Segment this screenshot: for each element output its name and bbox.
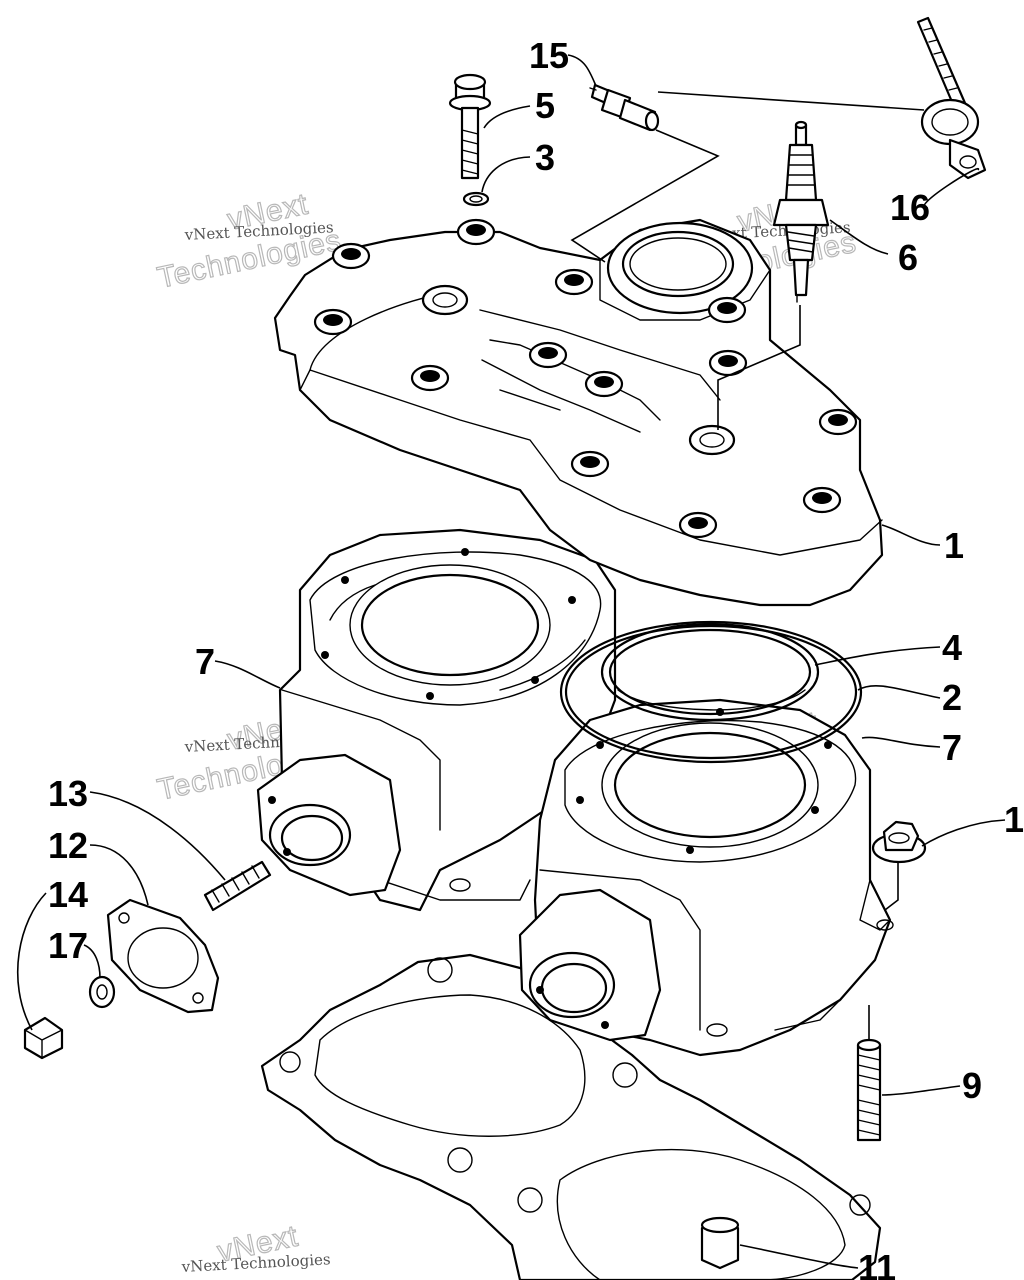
cylinder-right bbox=[518, 698, 894, 1057]
watermark-vnext-technologies: vNext Technologies bbox=[180, 1250, 331, 1276]
spark-plug bbox=[772, 120, 830, 303]
cable-tie bbox=[916, 16, 987, 180]
callout-4: 4 bbox=[942, 627, 962, 668]
callout-13: 13 bbox=[48, 773, 88, 814]
head-gasket-ring bbox=[600, 622, 820, 722]
temperature-sensor bbox=[589, 83, 660, 132]
nut-route-line bbox=[884, 862, 899, 911]
callout-2: 2 bbox=[942, 677, 962, 718]
callout-3: 3 bbox=[535, 137, 555, 178]
sensor-route-line bbox=[570, 129, 720, 263]
head-bolt-bosses bbox=[313, 218, 858, 539]
lock-washer bbox=[88, 975, 116, 1009]
cylinder-nut bbox=[871, 820, 927, 864]
base-nut bbox=[700, 1216, 740, 1270]
watermark-bottom-left: vNext vNext Technologies bbox=[180, 1219, 331, 1276]
cylinder-stud bbox=[856, 1005, 882, 1142]
exhaust-stud bbox=[203, 860, 272, 912]
callout-16: 16 bbox=[890, 187, 930, 228]
base-gasket bbox=[260, 953, 882, 1280]
callout-1-nut: 1 bbox=[1004, 799, 1024, 840]
sensor-to-clip-line bbox=[657, 91, 925, 111]
callout-15: 15 bbox=[529, 35, 569, 76]
callout-12: 12 bbox=[48, 825, 88, 866]
callout-14: 14 bbox=[48, 874, 88, 915]
callout-labels: 15 5 3 16 6 1 4 2 7 7 1 13 12 14 17 9 11 bbox=[48, 35, 1024, 1280]
cylinder-left bbox=[256, 528, 617, 912]
o-ring-large bbox=[559, 620, 863, 764]
callout-7-left: 7 bbox=[195, 641, 215, 682]
callout-6: 6 bbox=[898, 237, 918, 278]
callout-11: 11 bbox=[858, 1247, 896, 1280]
callout-17: 17 bbox=[48, 925, 88, 966]
callout-9: 9 bbox=[962, 1065, 982, 1106]
spark-plug-route-line bbox=[717, 305, 801, 430]
leader-lines bbox=[16, 54, 1006, 1269]
callout-1-head: 1 bbox=[944, 525, 964, 566]
cylinder-head bbox=[273, 218, 884, 607]
exhaust-gasket bbox=[106, 898, 220, 1014]
callout-7-right: 7 bbox=[942, 727, 962, 768]
head-bolt bbox=[448, 73, 492, 180]
callout-5: 5 bbox=[535, 85, 555, 126]
exhaust-nut bbox=[23, 1016, 64, 1060]
washer bbox=[462, 191, 490, 207]
